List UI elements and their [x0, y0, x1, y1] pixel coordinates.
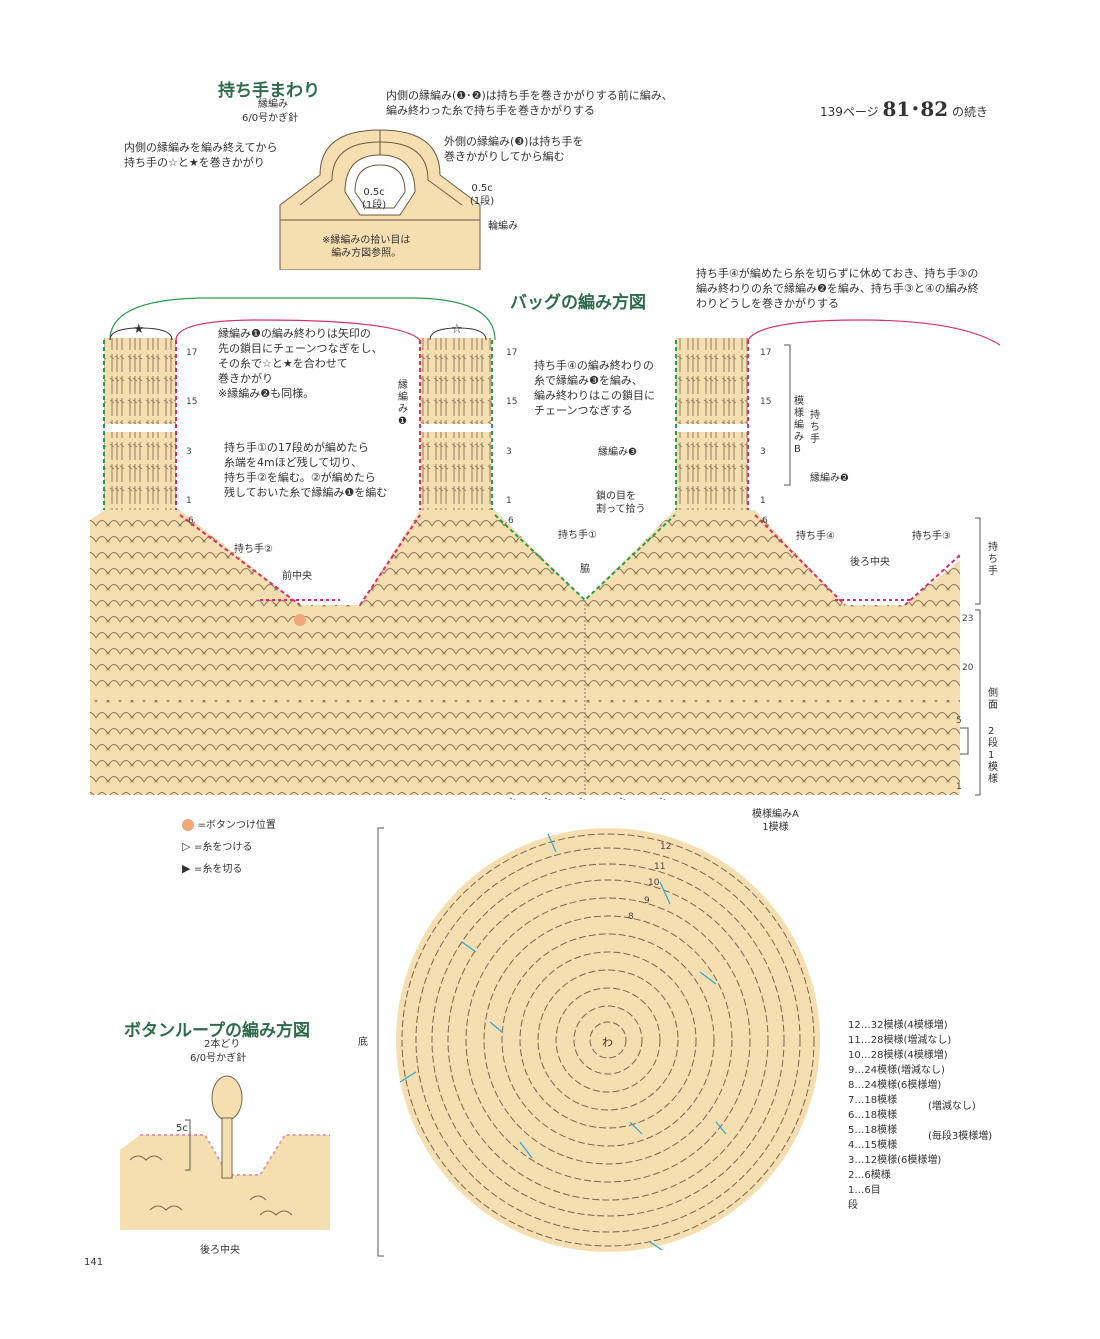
round-item: 11…28模様(増減なし) — [848, 1035, 952, 1046]
row-1-c: 1 — [760, 496, 766, 506]
bracket-a: (増減なし) — [928, 1101, 976, 1112]
round-item: 4…15模様 — [848, 1140, 898, 1151]
row-1-body: 1 — [956, 782, 962, 792]
outer-c-label: 0.5c (1段) — [470, 183, 495, 207]
side-mark: 脇 — [580, 564, 590, 575]
row-5: 5 — [956, 716, 962, 726]
pick-note: 鎖の目を 割って拾う — [596, 491, 646, 515]
handle-around-sub1: 縁編み — [258, 99, 288, 110]
handle-around-title: 持ち手まわり — [218, 81, 320, 101]
row-6-a: 6 — [188, 516, 194, 526]
handle-label-side: 持ち手 — [810, 410, 820, 445]
handle1-label: 持ち手① — [558, 530, 597, 541]
round-12: 12 — [660, 842, 672, 852]
row-3-a: 3 — [186, 447, 192, 457]
front-center-label: 前中央 — [282, 571, 312, 582]
row-15-c: 15 — [760, 397, 772, 407]
row-6-c: 6 — [762, 516, 768, 526]
pattern-a-label: 模様編みA 1模様 — [752, 809, 799, 833]
button-loop-sub1: 2本どり — [204, 1039, 241, 1050]
row-1-a: 1 — [186, 496, 192, 506]
row-17-b: 17 — [506, 348, 518, 358]
round-item: 10…28模様(4模様増) — [848, 1050, 948, 1061]
edge3-label: 縁編み❸ — [598, 447, 637, 458]
legend-cut-text: =糸を切る — [193, 864, 243, 875]
page-number: 141 — [84, 1257, 104, 1268]
round-item: 6…18模様 — [848, 1110, 898, 1121]
legend-button: =ボタンつけ位置 — [182, 818, 276, 832]
button-loop-diagram — [120, 1075, 330, 1230]
legend-attach-text: =糸をつける — [193, 842, 253, 853]
handle3-label: 持ち手③ — [912, 531, 951, 542]
rounds-list: 12…32模様(4模様増) 11…28模様(増減なし) 10…28模様(4模様増… — [848, 1018, 951, 1213]
bottom-center: わ — [602, 1036, 613, 1049]
ref-suffix: の続き — [952, 105, 989, 119]
row-1-b: 1 — [506, 496, 512, 506]
bag-chart: × — [90, 297, 1001, 800]
round-item: 12…32模様(4模様増) — [848, 1020, 948, 1031]
button-position-icon — [182, 819, 194, 831]
round-item: 1…6目 — [848, 1185, 881, 1196]
legend-button-text: =ボタンつけ位置 — [197, 820, 276, 831]
round-item: 段 — [848, 1200, 858, 1211]
handle-around-sub2: 6/0号かぎ針 — [242, 113, 299, 124]
button-loop-sub2: 6/0号かぎ針 — [190, 1053, 247, 1064]
ref-nums: 81･82 — [882, 97, 949, 121]
row-15-a: 15 — [186, 397, 198, 407]
ref-page: 139ページ — [820, 105, 879, 119]
body-note: ※縁編みの拾い目は 編み方図参照。 — [322, 235, 411, 259]
row-23: 23 — [962, 614, 974, 624]
round-item: 5…18模様 — [848, 1125, 898, 1136]
round-8: 8 — [628, 912, 634, 922]
loop-back-center: 後ろ中央 — [200, 1245, 240, 1256]
row-3-c: 3 — [760, 447, 766, 457]
handle4-label: 持ち手④ — [796, 531, 835, 542]
legend-attach: ▷ =糸をつける — [182, 840, 276, 854]
row-15-b: 15 — [506, 397, 518, 407]
handle-around-diagram — [279, 129, 481, 270]
note-top-right: 持ち手④が編めたら糸を切らずに休めておき、持ち手③の 編み終わりの糸で縁編み❷を… — [696, 267, 979, 310]
ring-label: 輪編み — [488, 221, 518, 232]
bracket-b: (毎段3模様増) — [928, 1131, 993, 1142]
star-black: ★ — [133, 322, 145, 337]
side-group-label: 側面 — [988, 688, 998, 711]
legend: =ボタンつけ位置 ▷ =糸をつける ▶ =糸を切る — [182, 818, 276, 876]
round-11: 11 — [654, 862, 666, 872]
handle-note-right: 外側の縁編み(❸)は持ち手を 巻きかがりしてから編む — [444, 135, 584, 163]
round-item: 9…24模様(増減なし) — [848, 1065, 945, 1076]
edge1-vertical: 縁編み❶ — [398, 380, 408, 427]
page-ref: 139ページ 81･82 の続き — [820, 93, 988, 122]
pattern-b-label: 模様編みB — [794, 396, 804, 455]
attach-yarn-icon: ▷ — [182, 840, 191, 853]
round-item: 8…24模様(6模様増) — [848, 1080, 942, 1091]
note-left-top: 縁編み❶の編み終わりは矢印の 先の鎖目にチェーンつなぎをし、 その糸で☆と★を合… — [218, 327, 383, 400]
rep-note: 2段1模様 — [988, 726, 998, 785]
bottom-label: 底 — [358, 1037, 368, 1048]
round-item: 2…6模様 — [848, 1170, 891, 1181]
row-6-b: 6 — [508, 516, 514, 526]
handle-note-top: 内側の縁編み(❶･❷)は持ち手を巻きかがりする前に編み、 編み終わった糸で持ち手… — [386, 89, 673, 117]
cut-yarn-icon: ▶ — [182, 862, 191, 875]
bag-chart-title: バッグの編み方図 — [510, 293, 646, 313]
button-loop-title: ボタンループの編み方図 — [124, 1021, 310, 1041]
row-17-a: 17 — [186, 348, 198, 358]
back-center-label: 後ろ中央 — [850, 557, 890, 568]
handle-group-label: 持ち手 — [988, 542, 998, 577]
round-item: 7…18模様 — [848, 1095, 898, 1106]
inner-c-label: 0.5c (1段) — [362, 187, 387, 211]
round-9: 9 — [644, 896, 650, 906]
row-20: 20 — [962, 663, 974, 673]
edge2-label: 縁編み❷ — [810, 473, 849, 484]
round-10: 10 — [648, 878, 660, 888]
row-17-c: 17 — [760, 348, 772, 358]
note-right-mid: 持ち手④の編み終わりの 糸で縁編み❸を編み、 編み終わりはこの鎖目に チェーンつ… — [534, 359, 655, 417]
bottom-diagram — [377, 827, 820, 1257]
handle2-label: 持ち手② — [234, 544, 273, 555]
legend-cut: ▶ =糸を切る — [182, 862, 276, 876]
round-item: 3…12模様(6模様増) — [848, 1155, 942, 1166]
row-3-b: 3 — [506, 447, 512, 457]
star-white: ☆ — [451, 322, 463, 337]
handle-note-left: 内側の縁編みを編み終えてから 持ち手の☆と★を巻きかがり — [124, 141, 278, 169]
loop-length: 5c — [176, 1123, 188, 1134]
